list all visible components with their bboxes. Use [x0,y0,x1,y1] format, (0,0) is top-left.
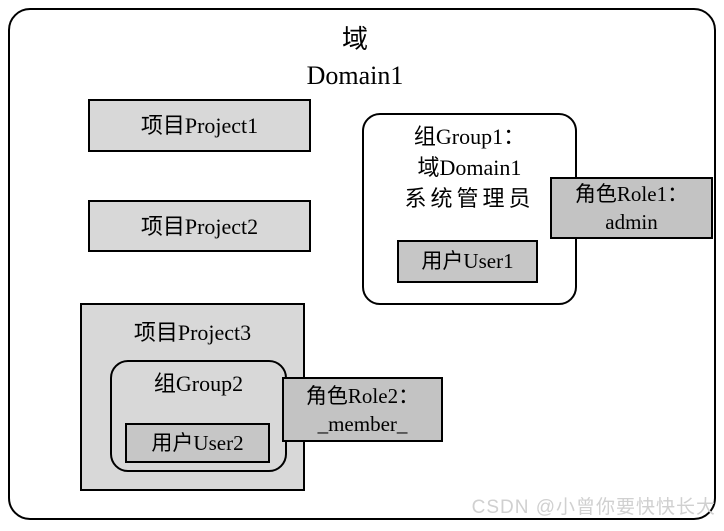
group1-title: 组Group1： 域Domain1 系统管理员 [364,121,575,214]
user1-label: 用户User1 [421,249,514,273]
watermark: CSDN @小曾你要快快长大 [471,497,716,518]
project2-label: 项目Project2 [140,213,259,239]
group1-title-line2: 域Domain1 [417,155,522,180]
project1-label: 项目Project1 [140,113,259,138]
user1-box: 用户User1 [397,240,538,283]
role2-label-line1: 角色Role2： [305,383,420,408]
role1-box: 角色Role1： admin [550,177,713,239]
group1-title-line3: 系统管理员 [404,186,535,211]
group1-box: 组Group1： 域Domain1 系统管理员 用户User1 [362,113,577,305]
role1-label-line1: 角色Role1： [574,182,689,206]
role2-label-line2: _member_ [317,411,408,436]
project3-box: 项目Project3 组Group2 用户User2 [80,303,305,491]
domain-box: 域 Domain1 项目Project1 项目Project2 组Group1：… [8,8,716,520]
project2-box: 项目Project2 [88,200,311,252]
domain-title: 域 Domain1 [10,22,700,94]
project1-box: 项目Project1 [88,99,311,152]
group1-title-line1: 组Group1： [413,124,526,149]
user2-label: 用户User2 [151,430,244,455]
group2-box: 组Group2 用户User2 [110,360,287,472]
domain-title-en: Domain1 [306,61,404,90]
group2-label: 组Group2 [153,371,244,396]
project3-label: 项目Project3 [133,320,252,345]
domain-title-cn: 域 [341,25,368,54]
role1-label-line2: admin [605,210,658,234]
user2-box: 用户User2 [125,423,270,463]
role2-box: 角色Role2： _member_ [282,377,443,442]
